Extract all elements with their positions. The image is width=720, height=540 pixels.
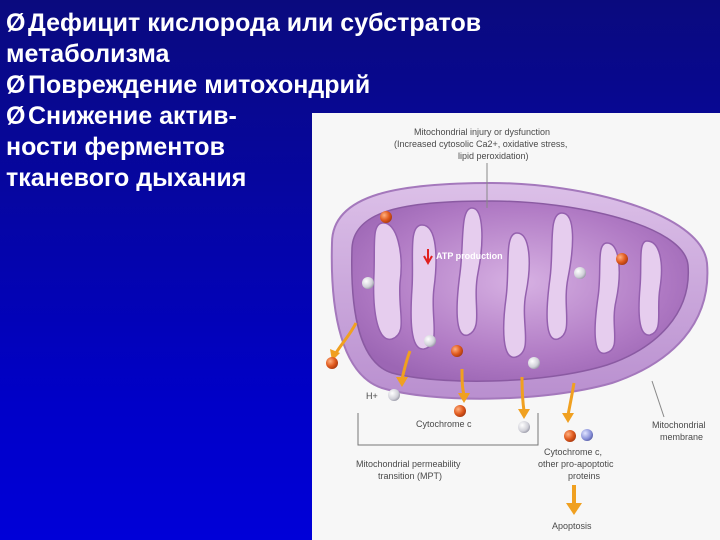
pro-apoptotic-protein-particle — [581, 429, 593, 441]
arrow-bullet-icon: Ø — [6, 70, 28, 101]
bullet-text: Повреждение митохондрий — [28, 71, 370, 99]
calcium-particle — [616, 253, 628, 265]
apoptosis-label: Apoptosis — [552, 521, 592, 531]
proteins-label-3: proteins — [568, 471, 601, 481]
calcium-particle — [326, 357, 338, 369]
arrow-bullet-icon: Ø — [6, 8, 28, 39]
mpt-caption-1: Mitochondrial permeability — [356, 459, 461, 469]
proton-particle — [424, 335, 436, 347]
mitochondrion-diagram: Mitochondrial injury or dysfunction (Inc… — [312, 113, 720, 540]
bullet-text: метаболизма — [6, 40, 169, 68]
proton-particle — [362, 277, 374, 289]
bullet-text: Дефицит кислорода или субстратов — [28, 9, 481, 37]
proteins-label-2: other pro-apoptotic — [538, 459, 614, 469]
proton-particle — [518, 421, 530, 433]
cytochrome-c-particle — [564, 430, 576, 442]
proteins-label-1: Cytochrome c, — [544, 447, 602, 457]
proton-particle — [574, 267, 586, 279]
arrowhead-icon — [566, 503, 582, 515]
cytochrome-c-label: Cytochrome c — [416, 419, 472, 429]
caption-line-3: lipid peroxidation) — [458, 151, 529, 161]
mitochondrion-figure: Mitochondrial injury or dysfunction (Inc… — [312, 113, 720, 540]
mpt-caption-2: transition (MPT) — [378, 471, 442, 481]
proton-particle — [528, 357, 540, 369]
caption-line-2: (Increased cytosolic Ca2+, oxidative str… — [394, 139, 567, 149]
bullet-text: тканевого дыхания — [6, 164, 246, 192]
bullet-text: Снижение актив- — [28, 102, 237, 130]
h-plus-label: H+ — [366, 391, 378, 401]
arrow-bullet-icon: Ø — [6, 101, 28, 132]
calcium-particle — [380, 211, 392, 223]
membrane-pointer — [652, 381, 664, 417]
membrane-label-2: membrane — [660, 432, 703, 442]
proton-particle — [388, 389, 400, 401]
membrane-label-1: Mitochondrial — [652, 420, 706, 430]
bullet-1-cont: метаболизма — [6, 39, 606, 70]
caption-line-1: Mitochondrial injury or dysfunction — [414, 127, 550, 137]
atp-label: ATP production — [436, 251, 503, 261]
cytochrome-c-particle — [454, 405, 466, 417]
calcium-particle — [451, 345, 463, 357]
bullet-text: ности ферментов — [6, 133, 225, 161]
mpt-bracket — [358, 413, 538, 445]
